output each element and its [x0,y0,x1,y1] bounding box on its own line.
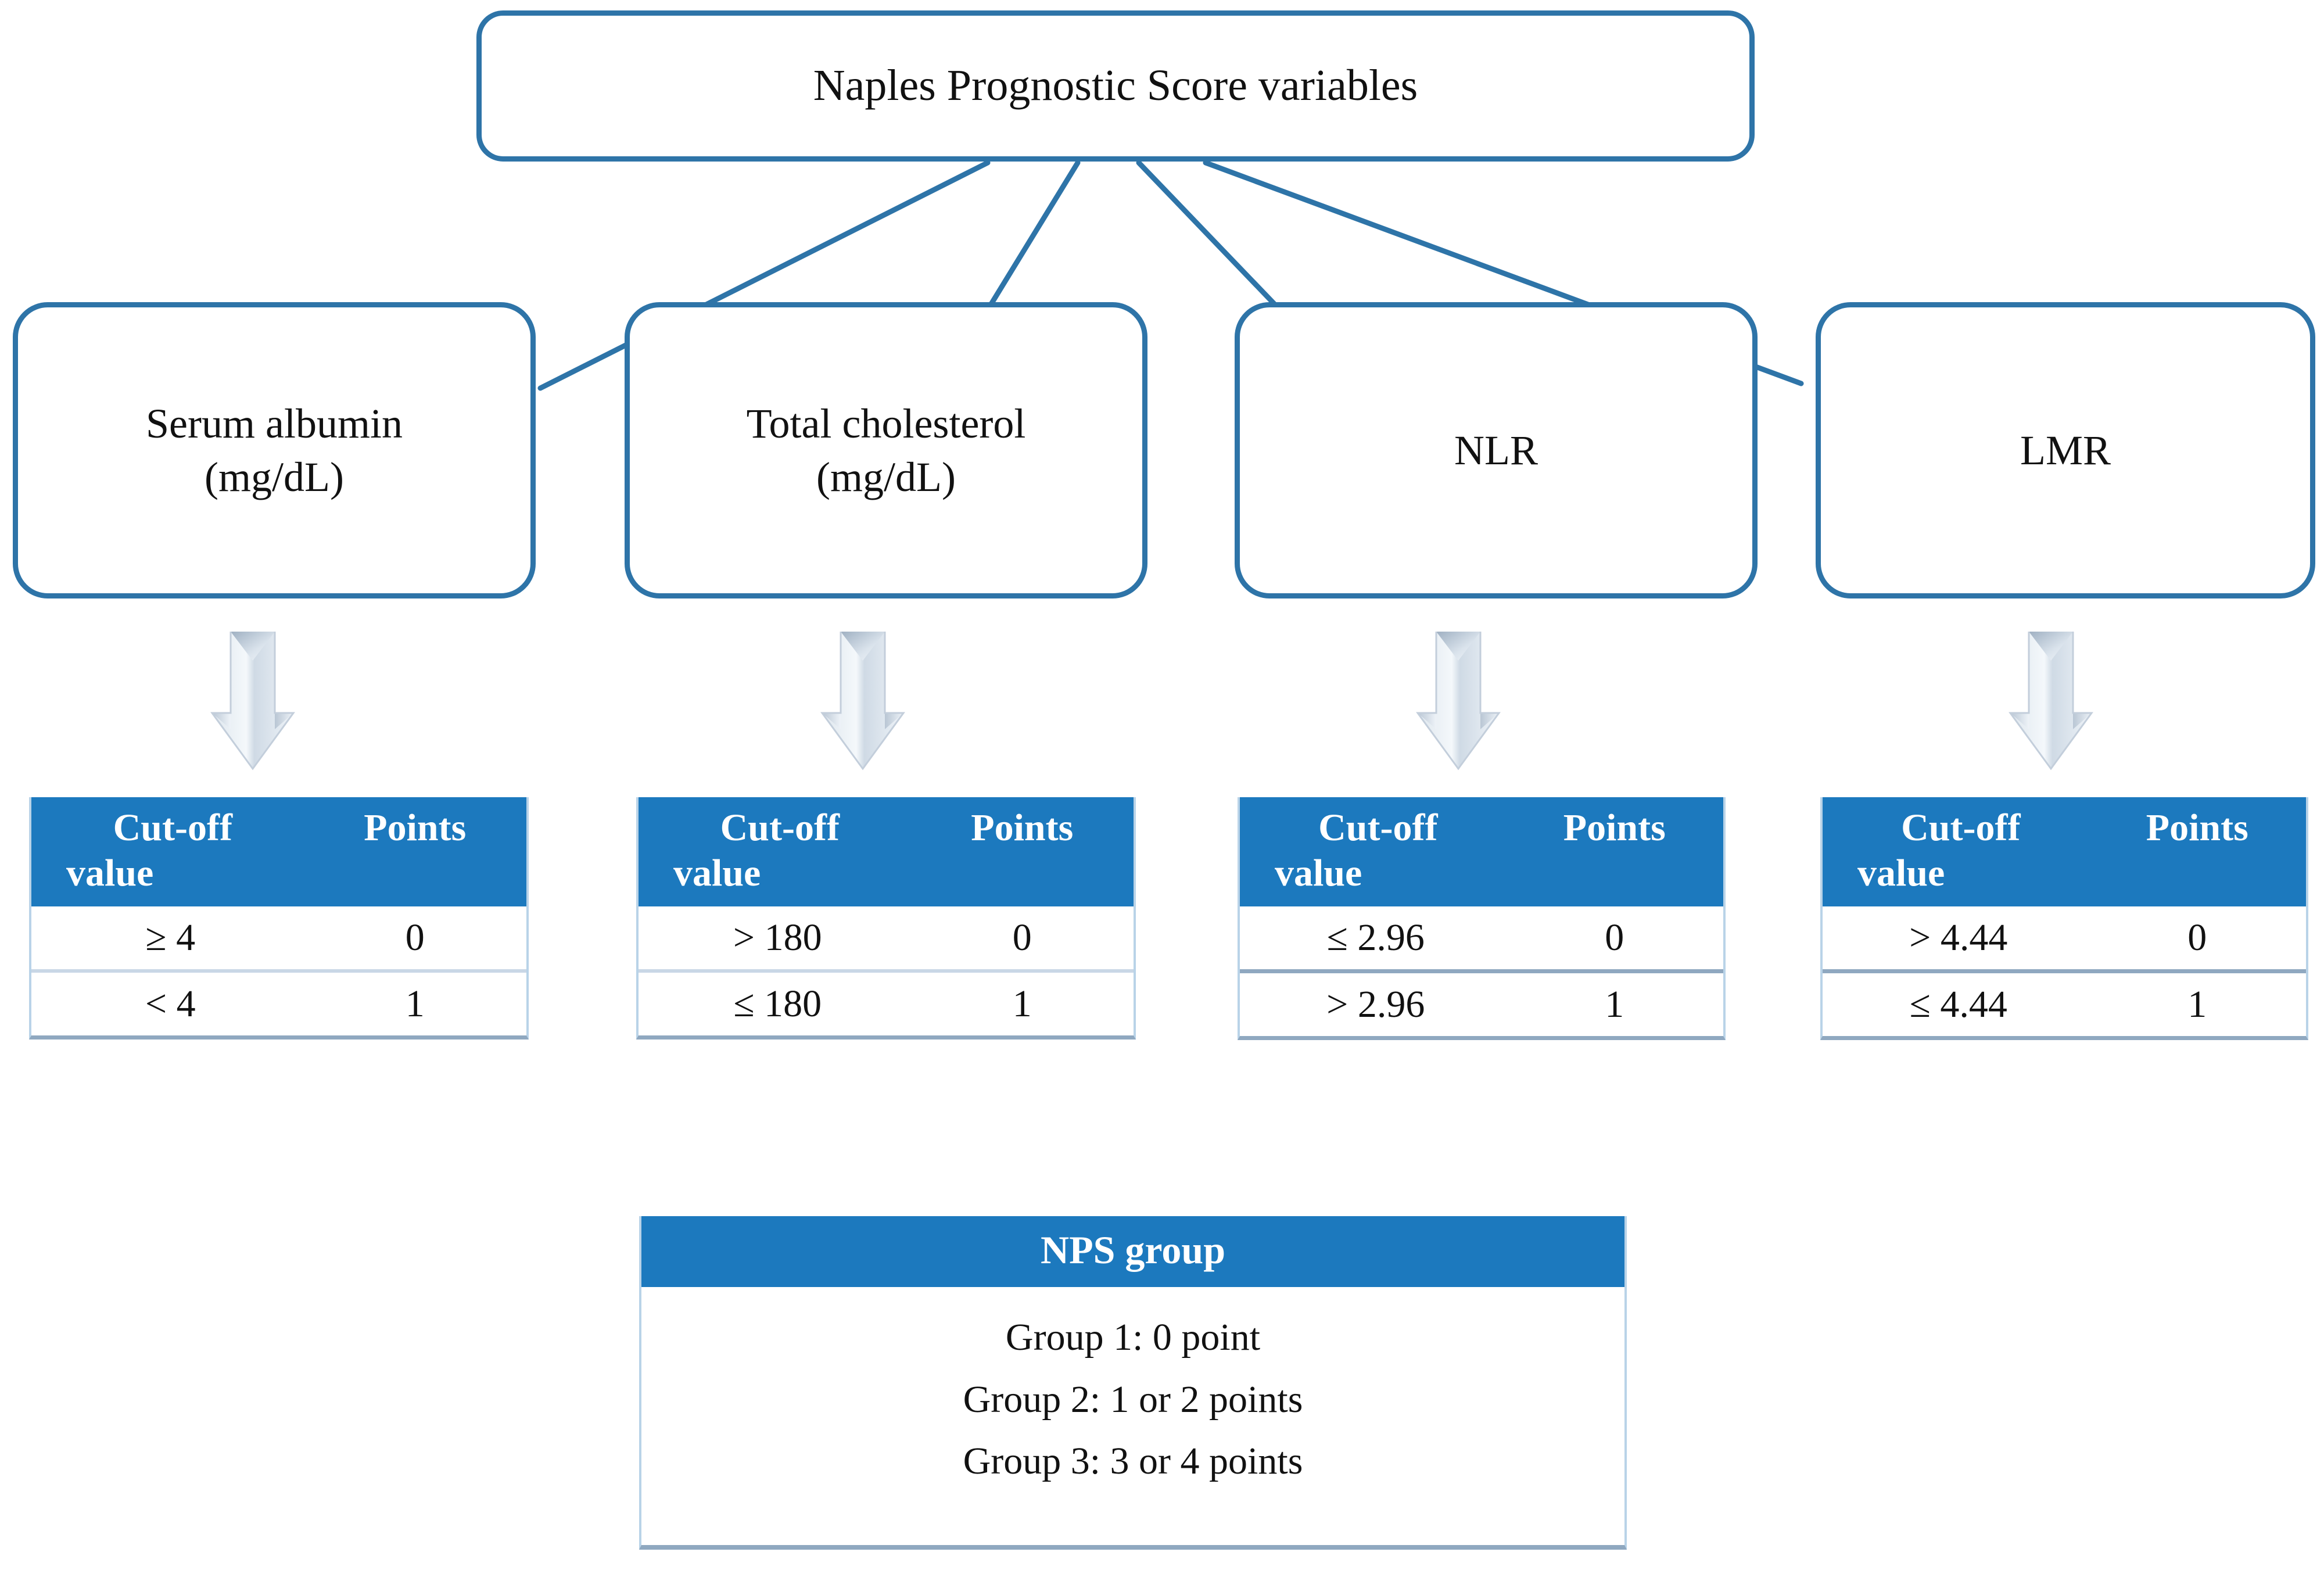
nps-group-line: Group 2: 1 or 2 points [963,1378,1303,1421]
title-box-label: Naples Prognostic Score variables [813,61,1418,110]
column-header-points: Points [971,807,1074,849]
variable-box-label: Serum albumin (mg/dL) [146,400,403,500]
table-row: ≥ 4 0 [31,906,526,969]
table-row: ≤ 2.96 0 [1240,906,1723,969]
cell-points: 0 [1012,916,1032,959]
variable-box-label: LMR [2020,426,2111,474]
cell-points: 0 [405,916,425,959]
nps-group-line: Group 3: 3 or 4 points [963,1440,1303,1483]
column-header-cutoff-line2: value [1857,851,1945,894]
cell-cutoff: > 180 [733,916,822,959]
cell-cutoff: ≤ 4.44 [1909,983,2007,1026]
variable-box-nlr: NLR [1235,302,1758,598]
variable-box-serum-albumin: Serum albumin (mg/dL) [13,302,536,598]
variable-box-label: Total cholesterol (mg/dL) [746,400,1026,500]
cell-points: 1 [1012,982,1032,1025]
column-header-points: Points [364,807,467,849]
column-header-cutoff: Cut-off [1318,807,1438,849]
table-row: > 180 0 [639,906,1134,969]
table-row: > 4.44 0 [1823,906,2306,969]
column-header-cutoff: Cut-off [720,807,840,849]
cell-points: 0 [1605,916,1624,959]
table-row: ≤ 4.44 1 [1823,969,2306,1036]
nps-group-header: NPS group [641,1216,1624,1287]
table-header: Cut-off Points value [1823,797,2306,906]
title-box: Naples Prognostic Score variables [476,10,1755,162]
variable-box-lmr: LMR [1816,302,2315,598]
cell-points: 1 [1605,983,1624,1026]
table-row: > 2.96 1 [1240,969,1723,1036]
cutoff-table-lmr: Cut-off Points value > 4.44 0 ≤ 4.44 1 [1820,797,2308,1040]
variable-box-label: NLR [1454,426,1538,474]
cell-cutoff: ≤ 2.96 [1326,916,1425,959]
cell-cutoff: > 4.44 [1909,916,2008,959]
column-header-cutoff: Cut-off [113,807,232,849]
column-header-cutoff-line2: value [66,851,154,894]
table-row: < 4 1 [31,969,526,1035]
cell-cutoff: > 2.96 [1326,983,1425,1026]
column-header-cutoff-line2: value [1275,851,1362,894]
column-header-cutoff-line2: value [673,851,761,894]
connector-to-nlr [1136,160,1281,311]
cell-points: 1 [2187,983,2207,1026]
cutoff-table-serum-albumin: Cut-off Points value ≥ 4 0 < 4 1 [29,797,529,1040]
cell-cutoff: ≥ 4 [145,916,196,959]
down-arrow-3d-icon [1416,632,1501,770]
connector-to-cholesterol [985,160,1081,313]
table-row: ≤ 180 1 [639,969,1134,1035]
cutoff-table-total-cholesterol: Cut-off Points value > 180 0 ≤ 180 1 [636,797,1136,1040]
cutoff-table-nlr: Cut-off Points value ≤ 2.96 0 > 2.96 1 [1238,797,1726,1040]
cell-points: 0 [2187,916,2207,959]
variable-box-total-cholesterol: Total cholesterol (mg/dL) [625,302,1147,598]
column-header-points: Points [1563,807,1666,849]
table-header: Cut-off Points value [639,797,1134,906]
nps-group-body: Group 1: 0 point Group 2: 1 or 2 points … [641,1287,1624,1546]
column-header-points: Points [2146,807,2248,849]
table-header: Cut-off Points value [31,797,526,906]
column-header-cutoff: Cut-off [1901,807,2021,849]
down-arrow-3d-icon [2009,632,2093,770]
down-arrow-3d-icon [210,632,295,770]
cell-cutoff: < 4 [145,982,196,1025]
nps-group-line: Group 1: 0 point [1005,1316,1261,1359]
table-header: Cut-off Points value [1240,797,1723,906]
nps-group-table: NPS group Group 1: 0 point Group 2: 1 or… [639,1216,1627,1550]
cell-cutoff: ≤ 180 [733,982,822,1025]
cell-points: 1 [405,982,425,1025]
down-arrow-3d-icon [820,632,905,770]
